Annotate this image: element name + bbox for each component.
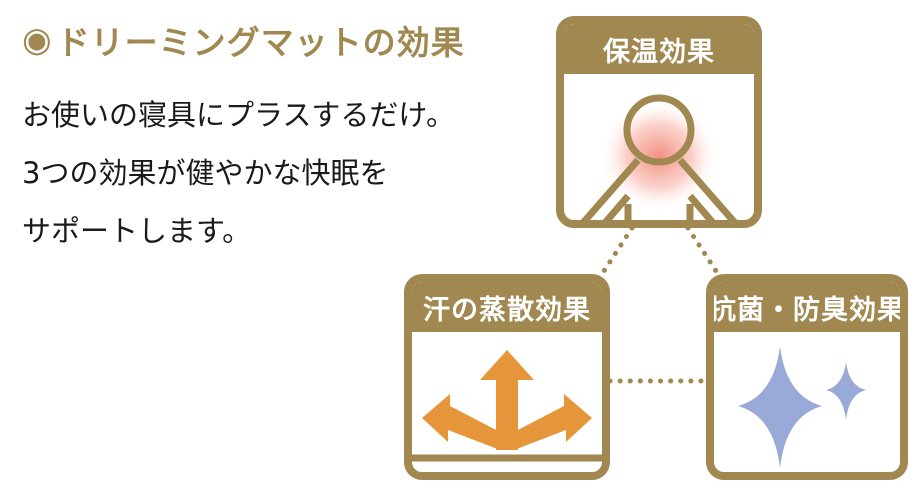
card-title-sweat-evaporation: 汗の蒸散効果 [412,282,602,332]
description-line-2: 3つの効果が健やかな快眠を [22,156,389,190]
card-title-warmth: 保温効果 [564,24,754,74]
card-body-antibacterial [714,332,900,472]
card-body-sweat-evaporation [412,332,602,472]
card-body-warmth [564,74,754,220]
bullet-circle-icon: ◉ [22,20,53,60]
card-warmth: 保温効果 [556,16,762,228]
sparkle-icon [738,346,866,468]
description-line-3: サポートします。 [22,214,252,248]
description-line-1: お使いの寝具にプラスするだけ。 [22,98,455,132]
person-warmth-icon [580,94,738,220]
arrows-spread-icon [412,350,602,462]
description: お使いの寝具にプラスするだけ。 3つの効果が健やかな快眠を サポートします。 [22,86,502,260]
section-heading: ◉ ドリーミングマットの効果 [22,16,465,64]
heading-text: ドリーミングマットの効果 [56,23,465,62]
card-title-antibacterial: 抗菌・防臭効果 [714,282,900,332]
card-antibacterial: 抗菌・防臭効果 [706,274,908,480]
card-sweat-evaporation: 汗の蒸散効果 [404,274,610,480]
